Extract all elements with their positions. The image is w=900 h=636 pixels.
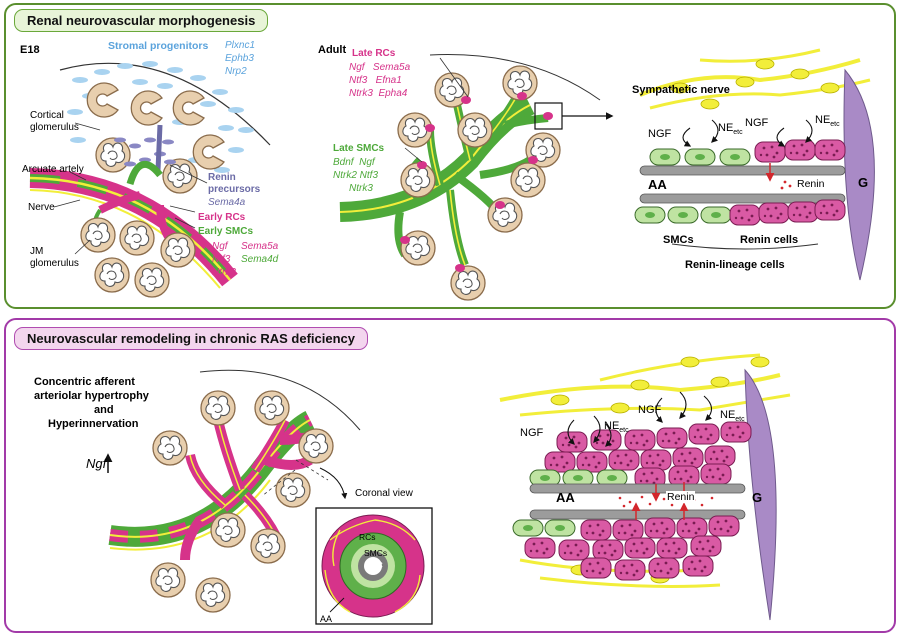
g-label: G (858, 175, 869, 190)
lower-wall-cells (512, 515, 740, 581)
glomerulus-icon (254, 390, 290, 426)
glomerulus-icon (510, 162, 546, 198)
inset-ec-label: EC (371, 560, 383, 570)
cortical-glomerulus-line1: Cortical (30, 110, 64, 121)
glomerulus-g-shape (744, 368, 777, 621)
aa-label: AA (648, 177, 667, 192)
early-rcs-label: Early RCs (198, 212, 246, 223)
heading-line-3: and (94, 404, 114, 416)
panel-b-frame (4, 318, 896, 633)
glomerulus-icon (152, 430, 188, 466)
inset-smcs-label: SMCs (364, 548, 388, 558)
upper-wall-cells (529, 421, 752, 489)
jm-glomerulus-line2: glomerulus (30, 258, 79, 269)
coronal-inset (315, 507, 433, 625)
glomerulus-icon (80, 217, 116, 253)
glomerulus-icon (86, 82, 119, 118)
late-smcs-genes-2: Ntrk2 Ntf3 (333, 170, 379, 181)
early-gene-left-1: Ngf (212, 241, 228, 252)
ne-label-right: NEetc (815, 114, 840, 129)
heading-line-1: Concentric afferent (34, 376, 135, 388)
heading-line-2: arteriolar hypertrophy (34, 390, 149, 402)
early-gene-right-1: Sema5a (241, 241, 279, 252)
e18-stage-label: E18 (20, 44, 40, 56)
glomerulus-icon (487, 197, 523, 233)
renin-precursor-gene: Sema4a (208, 197, 246, 208)
renin-label: Renin (797, 178, 825, 190)
early-gene-right-2: Sema4d (241, 254, 279, 265)
renin-precursors-line1: Renin (208, 172, 236, 183)
late-rcs-genes-3: Ntrk3 Epha4 (349, 88, 408, 99)
renin-precursor-cells (114, 137, 176, 167)
renin-lineage-label: Renin-lineage cells (685, 259, 785, 271)
late-smcs-genes-1: Bdnf Ngf (333, 157, 375, 168)
glomerulus-icon (172, 90, 205, 126)
e18-diagram (29, 61, 271, 298)
glomerulus-icon (298, 428, 334, 464)
ras-zoom-vessel (499, 353, 791, 621)
renin-precursors-line2: precursors (208, 184, 261, 195)
heading-line-4: Hyperinnervation (48, 418, 139, 430)
panel-b-title: Neurovascular remodeling in chronic RAS … (14, 327, 368, 350)
panel-a-title: Renal neurovascular morphogenesis (14, 9, 269, 32)
adult-zoom-vessel (634, 48, 875, 281)
glomerulus-icon (119, 220, 155, 256)
ngf-up-label: Ngf (86, 456, 107, 471)
ngf-label-b-left: NGF (520, 427, 544, 439)
early-gene-left-3: Ntrk3 (212, 267, 236, 278)
ngf-label-b-right: NGF (638, 404, 662, 416)
ne-label-b-right: NEetc (720, 409, 745, 424)
nerve-label: Nerve (28, 202, 55, 213)
early-gene-left-2: Ntf3 (212, 254, 231, 265)
ne-label-b-left: NEetc (604, 420, 629, 435)
glomerulus-icon (192, 134, 225, 170)
panel-a-frame (4, 3, 896, 309)
glomerulus-icon (450, 265, 486, 301)
stromal-progenitors-label: Stromal progenitors (108, 40, 209, 52)
glomerulus-icon (130, 90, 163, 126)
renin-label-b: Renin (666, 491, 696, 503)
jm-glomerulus-line1: JM (30, 246, 44, 257)
glomerulus-icon (457, 112, 493, 148)
late-rcs-label: Late RCs (352, 48, 396, 59)
ngf-label-left: NGF (648, 128, 672, 140)
arcuate-artery-label: Arcuate artely (22, 164, 84, 175)
early-smcs-label: Early SMCs (198, 226, 254, 237)
cortical-glomerulus-line2: glomerulus (30, 122, 79, 133)
glomerulus-icon (195, 577, 231, 613)
coronal-view-label: Coronal view (355, 488, 413, 499)
late-rcs-genes-2: Ntf3 Efna1 (349, 75, 402, 86)
renin-cells-label: Renin cells (740, 234, 799, 246)
ngf-label-right: NGF (745, 117, 769, 129)
glomerulus-icon (94, 257, 130, 293)
glomerulus-icon (400, 162, 436, 198)
adult-diagram (339, 54, 614, 301)
aa-label-b: AA (556, 490, 575, 505)
glomerulus-icon (160, 232, 196, 268)
stromal-gene-1: Plxnc1 (225, 40, 256, 51)
sympathetic-nerve-label: Sympathetic nerve (632, 84, 730, 96)
stromal-gene-3: Nrp2 (225, 66, 247, 77)
glomerulus-icon (250, 528, 286, 564)
g-label-b: G (752, 490, 763, 505)
glomerulus-icon (210, 512, 246, 548)
ras-deficiency-diagram (103, 369, 361, 613)
glomerulus-icon (95, 137, 131, 173)
late-rcs-genes-1: Ngf Sema5a (349, 62, 411, 73)
glomerulus-icon (200, 390, 236, 426)
smcs-label: SMCs (663, 234, 694, 246)
glomerulus-icon (150, 562, 186, 598)
glomerulus-icon (134, 262, 170, 298)
stromal-gene-2: Ephb3 (225, 53, 254, 64)
adult-stage-label: Adult (318, 44, 347, 56)
inset-rcs-label: RCs (359, 532, 376, 542)
glomerulus-icon (275, 472, 311, 508)
late-smcs-genes-3: Ntrk3 (349, 183, 373, 194)
ne-label-left: NEetc (718, 122, 743, 137)
late-rc-clusters (400, 92, 553, 272)
stromal-progenitor-cells (67, 61, 254, 173)
late-smcs-label: Late SMCs (333, 143, 385, 154)
inset-aa-label: AA (320, 614, 333, 624)
